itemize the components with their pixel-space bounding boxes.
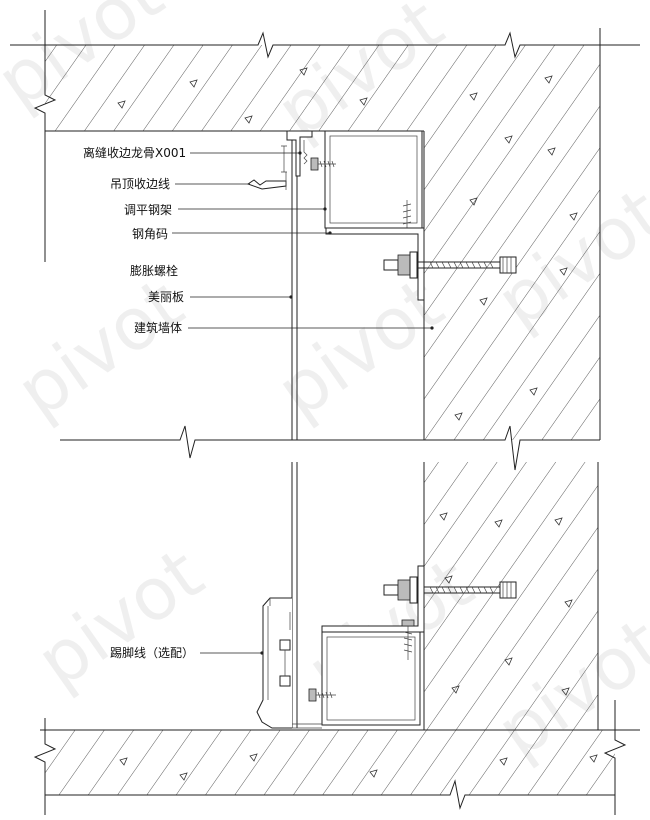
- aggregate-mark: [439, 512, 448, 521]
- aggregate-mark: [249, 753, 258, 762]
- panel-bottom-track: [292, 723, 322, 729]
- aggregate-mark: [589, 754, 598, 763]
- aggregate-mark: [544, 75, 553, 84]
- label-edge-keel: 离缝收边龙骨X001: [83, 145, 186, 160]
- wall-leader-end: [430, 326, 434, 330]
- aggregate-mark: [529, 387, 538, 396]
- right-break-line-lower: [603, 700, 627, 815]
- middle-break-line: [60, 425, 600, 471]
- ceiling-trim-profile: [246, 172, 287, 190]
- ceiling-slab-and-upper-wall: [45, 45, 600, 440]
- aggregate-mark: [244, 115, 253, 124]
- aggregate-mark: [559, 267, 568, 276]
- upper-steel-angle: [325, 227, 425, 301]
- label-expansion-bolt: 膨胀螺栓: [130, 263, 178, 278]
- aggregate-mark: [369, 769, 378, 778]
- aggregate-mark: [504, 135, 513, 144]
- aggregate-mark: [494, 519, 503, 528]
- watermark-text: pivot: [22, 532, 218, 704]
- label-skirting: 踢脚线（选配）: [110, 645, 194, 660]
- skirting-board: [256, 597, 292, 729]
- aggregate-mark: [454, 412, 463, 421]
- lower-expansion-bolt: [383, 576, 517, 604]
- aggregate-mark: [547, 147, 556, 156]
- concrete-aggregate-marks: [117, 67, 598, 781]
- floor-bottom-break-line: [45, 779, 615, 810]
- aggregate-mark: [117, 100, 126, 109]
- aggregate-mark: [564, 599, 573, 608]
- aggregate-mark: [569, 212, 578, 221]
- upper-frame-screw-horizontal: [310, 157, 336, 171]
- aggregate-mark: [479, 297, 488, 306]
- keel-leader-end: [298, 151, 302, 155]
- left-break-line-upper: [33, 10, 57, 262]
- upper-leveling-steel-frame: [324, 130, 423, 229]
- label-panel: 美丽板: [148, 290, 184, 304]
- upper-expansion-bolt: [383, 251, 517, 279]
- steel-angle-leader-end: [328, 231, 332, 235]
- lower-frame-screw-horizontal: [308, 688, 336, 702]
- watermark-text: pivot: [2, 262, 198, 434]
- aggregate-mark: [504, 657, 513, 666]
- panel-leader-end: [289, 295, 293, 299]
- label-building-wall: 建筑墙体: [134, 320, 182, 335]
- aggregate-mark: [561, 687, 570, 696]
- aggregate-mark: [469, 197, 478, 206]
- floor-slab: [45, 730, 615, 795]
- aggregate-mark: [119, 757, 128, 766]
- left-break-line-lower: [33, 718, 57, 815]
- aggregate-mark: [469, 92, 478, 101]
- label-ceiling-trim: 吊顶收边线: [110, 177, 170, 191]
- label-steel-angle: 钢角码: [132, 227, 168, 241]
- aggregate-mark: [179, 772, 188, 781]
- aggregate-mark: [554, 517, 563, 526]
- aggregate-mark: [299, 67, 308, 76]
- skirting-leader-end: [260, 651, 264, 655]
- aggregate-mark: [451, 685, 460, 694]
- leveling-frame-leader-end: [323, 207, 327, 211]
- aggregate-mark: [444, 575, 453, 584]
- aggregate-mark: [189, 79, 198, 88]
- aggregate-mark: [499, 757, 508, 766]
- lower-leveling-steel-frame: [321, 631, 421, 726]
- aggregate-mark: [359, 97, 368, 106]
- lower-frame-screw-vertical: [401, 619, 415, 660]
- label-leveling-frame: 调平钢架: [124, 203, 172, 217]
- top-break-line: [10, 31, 640, 59]
